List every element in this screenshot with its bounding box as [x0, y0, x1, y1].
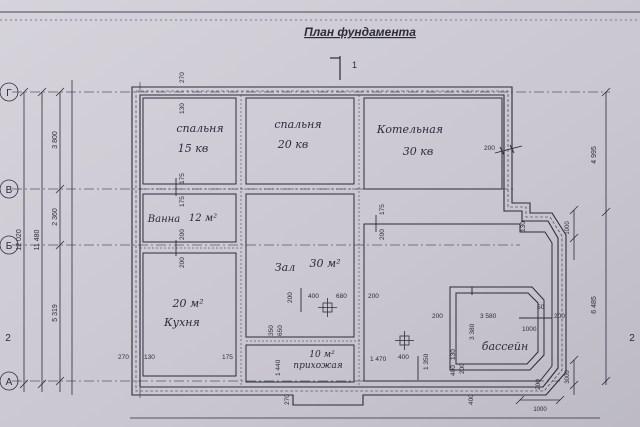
dim-t1440: 1 440 [275, 359, 282, 376]
room-lobby-label: прихожая [293, 361, 342, 371]
dim-right-3: 1000 [565, 221, 571, 235]
dim-t3380: 3 380 [469, 323, 476, 340]
interior-walls [142, 97, 553, 383]
pile-symbols [318, 298, 414, 350]
room-bath-area: 12 м² [189, 213, 217, 224]
dim-t1350: 1 350 [423, 353, 430, 370]
dim-t130d: 130 [450, 349, 457, 360]
dim-t3580: 3 580 [480, 313, 497, 320]
room-bedroom2-area: 20 кв [277, 138, 308, 151]
dim-right-1: 4 995 [591, 146, 598, 164]
dim-t200a: 200 [179, 229, 186, 240]
dim-t130a: 130 [179, 103, 186, 114]
room-pool-label: бассейн [482, 340, 528, 353]
dim-bottom-1: 1000 [533, 407, 547, 413]
room-bath-label: Ванна [147, 214, 180, 225]
dim-right-2: 6 485 [591, 296, 598, 314]
room-bedroom1-label: спальня [176, 122, 223, 135]
dim-overall: 12 020 [16, 229, 23, 251]
dim-t400a: 400 [308, 293, 319, 300]
dim-t175c: 175 [379, 204, 386, 215]
axis-label-b: Б [6, 241, 13, 252]
dim-t680: 680 [336, 293, 347, 300]
outer-walls [131, 86, 567, 406]
left-dimension-lines [19, 80, 73, 395]
axis-bubble-v [0, 179, 19, 199]
room-hall-area: 30 м² [309, 257, 340, 270]
dim-t400b: 400 [398, 354, 409, 361]
pool-outline [449, 286, 545, 371]
room-boiler-label: Котельная [376, 123, 443, 136]
dim-t200f: 200 [287, 292, 294, 303]
dim-seg-3: 5 319 [52, 304, 59, 322]
dim-t650: 650 [277, 325, 284, 336]
axis-bubble-a [0, 371, 19, 391]
axis-label-g: Г [6, 88, 12, 99]
section-mark-label: 1 [352, 60, 357, 70]
axis-bubble-g [0, 82, 19, 102]
axis-mark-2-left: 2 [5, 333, 11, 344]
dim-t200b: 200 [179, 257, 186, 268]
dim-t200d: 200 [379, 229, 386, 240]
plan-title: План фундамента [304, 25, 416, 39]
dim-t50: 50 [537, 304, 545, 311]
dim-outer: 11 480 [34, 229, 41, 250]
dim-t400d: 400 [468, 394, 475, 405]
room-kitchen-label: Кухня [163, 316, 200, 329]
dim-t200e: 200 [368, 293, 379, 300]
dim-t175b: 175 [179, 196, 186, 207]
dim-seg-1: 3 800 [52, 131, 59, 149]
dim-t200c: 200 [484, 145, 495, 152]
right-dimension-lines [515, 87, 611, 405]
section-mark [330, 56, 341, 80]
dim-t270b: 270 [118, 354, 129, 361]
dim-t200i: 200 [432, 313, 443, 320]
dim-right-4: 3000 [565, 370, 571, 384]
dim-t175a: 175 [179, 173, 186, 184]
dim-t175d: 175 [222, 354, 233, 361]
axis-bubble-b [0, 235, 19, 255]
room-boiler-area: 30 кв [403, 145, 433, 158]
dim-t270a: 270 [179, 72, 186, 83]
dim-t400c: 400 [450, 365, 457, 376]
dim-t350: 350 [268, 325, 275, 336]
room-bedroom2-label: спальня [274, 118, 321, 131]
room-kitchen-area: 20 м² [171, 297, 203, 310]
dim-seg-2: 2 360 [52, 208, 59, 226]
axis-mark-2-right: 2 [629, 333, 635, 344]
axis-label-v: В [6, 185, 13, 196]
dim-t270c: 270 [284, 394, 291, 405]
dim-t130c: 130 [144, 354, 155, 361]
dim-t130b: 130 [520, 221, 527, 232]
room-lobby-area: 10 м² [309, 350, 335, 360]
dim-t200h: 200 [459, 363, 466, 374]
dim-t1000: 1000 [522, 326, 537, 333]
axis-label-a: А [6, 377, 13, 388]
dim-t1470: 1 470 [370, 356, 387, 363]
dim-t200k: 200 [554, 313, 565, 320]
dim-t200j: 200 [535, 379, 542, 390]
room-bedroom1-area: 15 кв [178, 142, 208, 155]
room-hall-label: Зал [275, 261, 295, 274]
